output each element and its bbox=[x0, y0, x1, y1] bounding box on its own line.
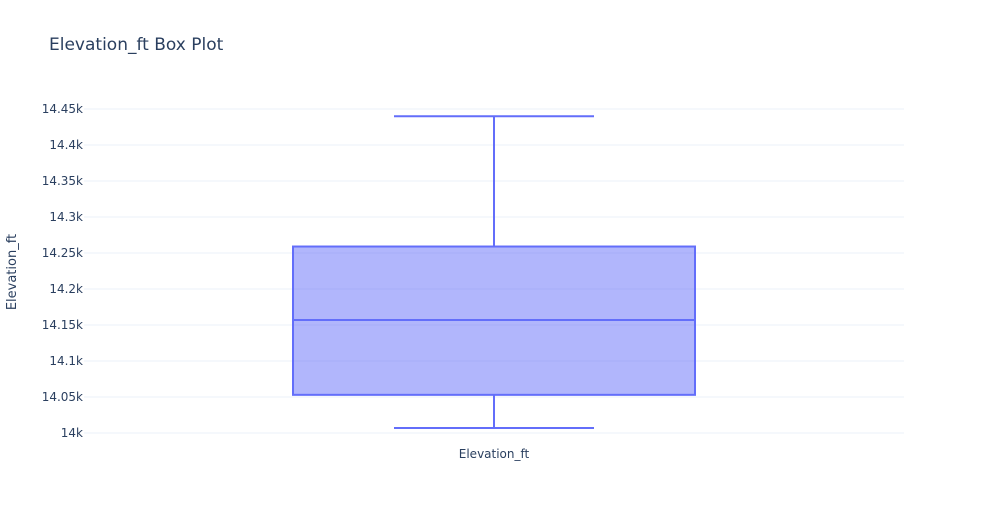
y-axis-ticks: 14k 14.05k 14.1k 14.15k 14.2k 14.25k 14.3k 14.3… bbox=[42, 102, 83, 440]
y-tick-label: 14.15k bbox=[42, 318, 83, 332]
y-axis-title: Elevation_ft bbox=[5, 234, 20, 310]
y-tick-label: 14.2k bbox=[49, 282, 83, 296]
x-tick-label: Elevation_ft bbox=[459, 447, 530, 461]
x-axis-ticks: Elevation_ft bbox=[459, 447, 530, 461]
y-tick-label: 14.45k bbox=[42, 102, 83, 116]
chart-title: Elevation_ft Box Plot bbox=[49, 35, 224, 55]
y-tick-label: 14k bbox=[61, 426, 83, 440]
y-tick-label: 14.4k bbox=[49, 138, 83, 152]
y-tick-label: 14.1k bbox=[49, 354, 83, 368]
y-tick-label: 14.25k bbox=[42, 246, 83, 260]
box-plot bbox=[292, 115, 696, 429]
y-tick-label: 14.3k bbox=[49, 210, 83, 224]
y-tick-label: 14.35k bbox=[42, 174, 83, 188]
y-tick-label: 14.05k bbox=[42, 390, 83, 404]
